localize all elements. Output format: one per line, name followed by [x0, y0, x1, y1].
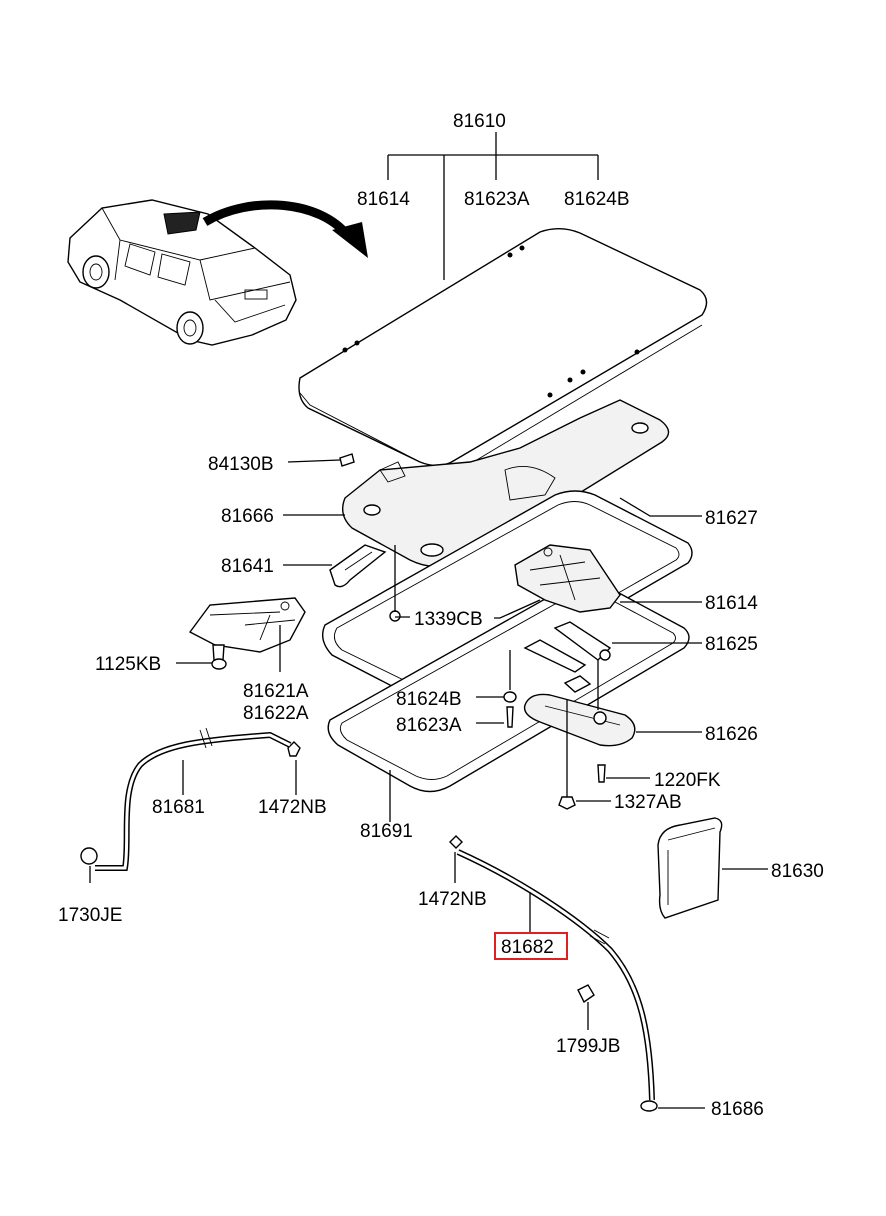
label-81623A: 81623A [396, 715, 462, 736]
label-81614-top: 81614 [357, 189, 410, 210]
fastener-parts [80, 453, 606, 865]
label-1339CB: 1339CB [414, 609, 483, 630]
label-81626: 81626 [705, 724, 758, 745]
guide-rail [329, 544, 387, 588]
part-labels: 81610 81614 81623A 81624B 84130B 81666 8… [58, 111, 824, 1120]
label-81621A: 81621A [243, 681, 309, 702]
sunroof-glass-panel [298, 228, 708, 471]
label-81681: 81681 [152, 797, 205, 818]
label-81666: 81666 [221, 506, 274, 527]
label-81624B-top: 81624B [564, 189, 630, 210]
label-81630: 81630 [771, 861, 824, 882]
label-81625: 81625 [705, 634, 758, 655]
label-84130B: 84130B [208, 454, 274, 475]
label-81623A-top: 81623A [464, 189, 530, 210]
label-81691: 81691 [360, 821, 413, 842]
label-81610: 81610 [453, 111, 506, 132]
pointer-arrow-icon [202, 200, 368, 258]
label-1799JB: 1799JB [556, 1036, 620, 1057]
label-81627: 81627 [705, 508, 758, 529]
label-81641: 81641 [221, 556, 274, 577]
label-1730JE: 1730JE [58, 905, 122, 926]
label-81682[interactable]: 81682 [501, 937, 554, 958]
label-81624B: 81624B [396, 689, 462, 710]
label-1327AB: 1327AB [614, 792, 682, 813]
car-illustration [67, 199, 297, 346]
label-81614: 81614 [705, 593, 758, 614]
leader-lines [89, 132, 768, 1109]
highlight-box [494, 932, 568, 960]
label-1125KB: 1125KB [95, 654, 161, 675]
sunroof-frame [322, 490, 693, 704]
sunroof-handle [523, 675, 636, 747]
lifter-mechanism [514, 544, 621, 613]
label-81686: 81686 [711, 1099, 764, 1120]
sunroof-motor [188, 597, 306, 653]
rear-drain-hose [449, 835, 658, 1112]
front-drain-hose [95, 727, 292, 871]
label-1472NB: 1472NB [418, 889, 487, 910]
label-1472NB-left: 1472NB [258, 797, 327, 818]
label-1220FK: 1220FK [654, 770, 721, 791]
wind-deflector [657, 817, 723, 919]
link-bracket [523, 621, 612, 673]
label-81622A: 81622A [243, 703, 309, 724]
